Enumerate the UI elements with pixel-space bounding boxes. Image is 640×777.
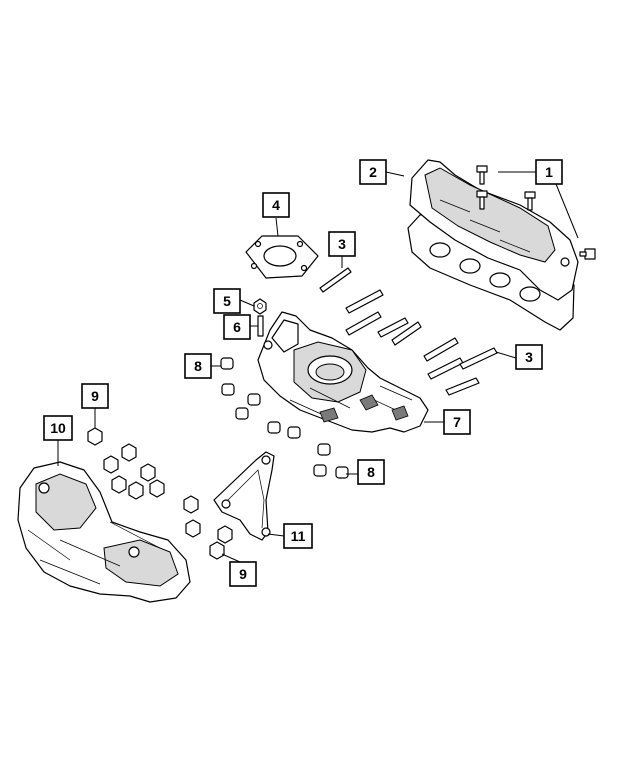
svg-text:3: 3: [338, 236, 346, 252]
svg-text:8: 8: [367, 464, 375, 480]
flange-nut: [253, 298, 267, 315]
callout-1: 1: [535, 159, 563, 185]
svg-text:7: 7: [453, 414, 461, 430]
callout-9-upper: 9: [81, 383, 109, 409]
svg-text:9: 9: [239, 566, 247, 582]
heat-shield-upper: [407, 159, 579, 331]
manifold-studs: [319, 267, 498, 396]
exhaust-manifold: [257, 311, 429, 433]
heat-shield-nuts: [87, 427, 233, 560]
callout-8-upper: 8: [184, 353, 212, 379]
svg-text:10: 10: [50, 420, 66, 436]
callout-3-upper: 3: [328, 231, 356, 257]
callout-3-lower: 3: [515, 344, 543, 370]
svg-text:2: 2: [369, 164, 377, 180]
callout-8-lower: 8: [357, 459, 385, 485]
flange-gasket: [245, 235, 319, 279]
svg-text:6: 6: [233, 319, 241, 335]
manifold-nuts: [220, 357, 349, 479]
callout-7: 7: [443, 409, 471, 435]
callout-2: 2: [359, 159, 387, 185]
callout-11: 11: [283, 523, 313, 549]
svg-text:8: 8: [194, 358, 202, 374]
svg-text:5: 5: [223, 293, 231, 309]
svg-text:3: 3: [525, 349, 533, 365]
svg-text:4: 4: [272, 197, 280, 213]
heat-shield-lower: [17, 461, 191, 603]
svg-text:11: 11: [291, 528, 306, 544]
callout-5: 5: [213, 288, 241, 314]
callout-6: 6: [223, 314, 251, 340]
svg-text:9: 9: [91, 388, 99, 404]
callout-4: 4: [262, 192, 290, 218]
leader-lines: [57, 171, 579, 563]
heat-shield-bolts: [476, 165, 596, 260]
support-bracket: [213, 451, 275, 541]
svg-text:1: 1: [545, 164, 553, 180]
flange-stud: [257, 315, 264, 337]
callout-10: 10: [43, 415, 73, 441]
callout-9-lower: 9: [229, 561, 257, 587]
